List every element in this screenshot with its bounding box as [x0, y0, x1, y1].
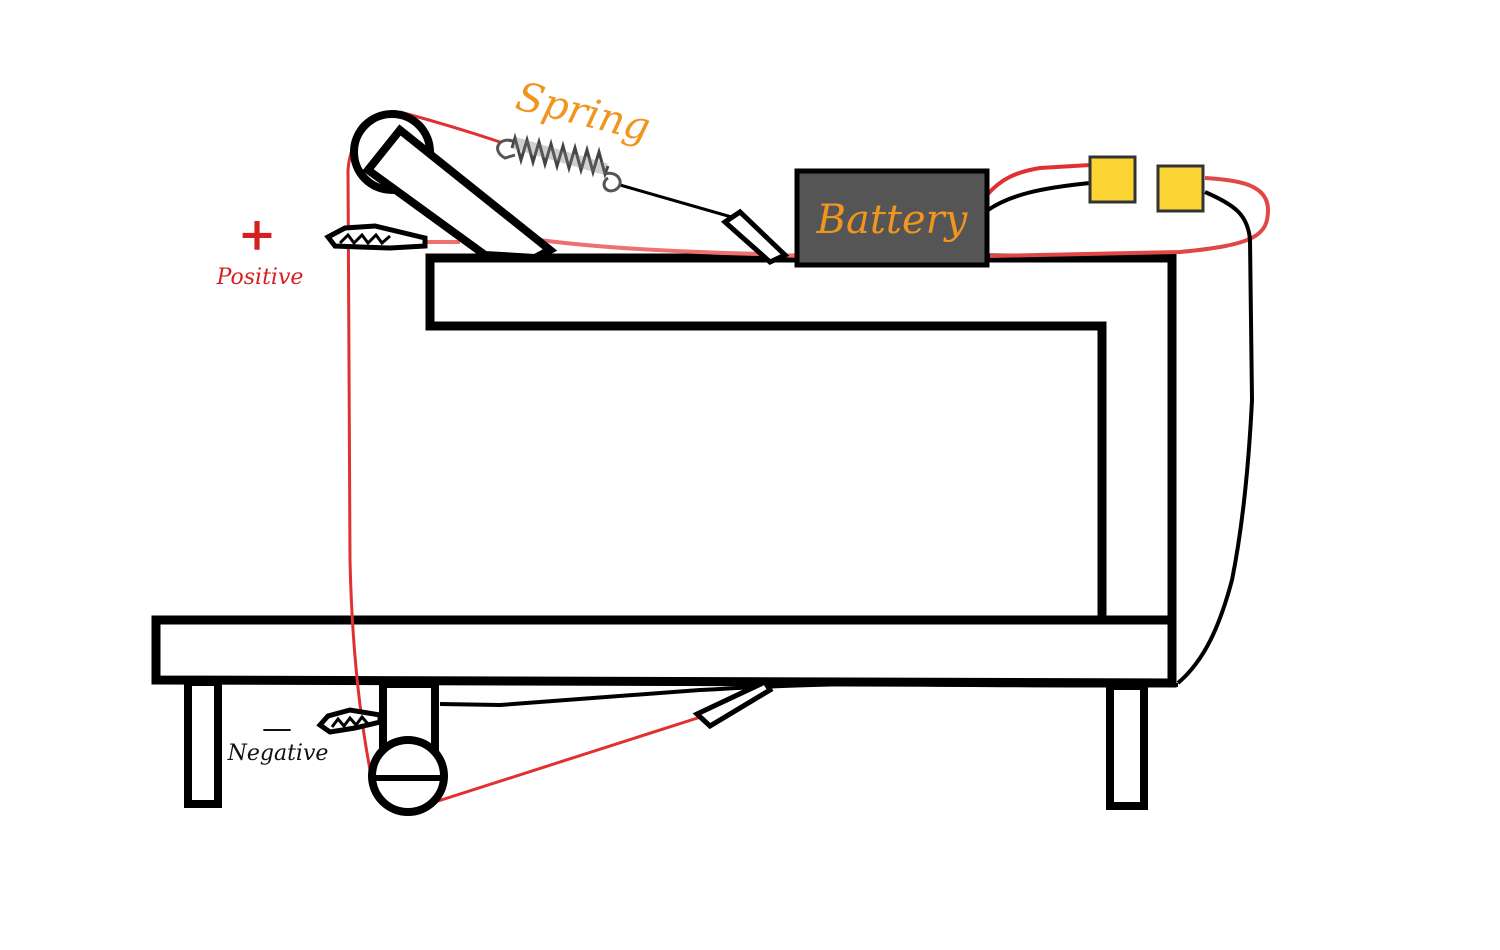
left-leg: [184, 678, 222, 808]
positive-symbol: +: [238, 207, 277, 261]
clips: [316, 223, 428, 735]
wire-red-bottom-to-lever: [409, 712, 711, 812]
spring-body: [512, 137, 608, 175]
wire-black-right-down: [1176, 190, 1255, 685]
wire-black-under-base: [439, 681, 1179, 708]
base-platform: [151, 615, 1177, 688]
negative-clip-jaw: [316, 707, 383, 735]
terminal-right: [1156, 164, 1205, 213]
c-frame-outline: [425, 253, 1177, 625]
positive-label: Positive: [216, 265, 304, 290]
battery-body: [794, 168, 990, 268]
battery: Battery: [794, 168, 990, 268]
bottom-pulley: [368, 736, 448, 816]
top-lever-arm: [362, 124, 558, 263]
negative-clip-teeth: [330, 714, 370, 729]
bottom-switch-lever: [692, 678, 774, 730]
wire-black-spring-to-switch: [619, 183, 736, 220]
wire-pink-right-loop: [989, 176, 1271, 258]
spring-left-hook: [496, 138, 516, 160]
negative-symbol: —: [262, 711, 292, 746]
spring: [496, 132, 622, 193]
black-wires: [439, 181, 1255, 708]
right-leg: [1106, 682, 1148, 810]
top-switch-lever: [720, 208, 790, 265]
negative-clip: [316, 707, 383, 735]
spring-label: Spring: [511, 74, 654, 152]
battery-label: Battery: [816, 197, 969, 243]
top-pulley: [350, 110, 558, 263]
switches: [692, 208, 790, 730]
wire-pink-top: [425, 238, 801, 258]
wire-red-right-loop: [986, 163, 1091, 196]
terminals: [1088, 155, 1205, 213]
frame: [151, 253, 1177, 810]
positive-clip-teeth: [338, 232, 391, 246]
wire-black-battery-to-terminal: [986, 181, 1091, 212]
spring-right-hook: [602, 171, 622, 193]
spring-coil: [510, 132, 610, 179]
positive-clip: [324, 223, 428, 251]
terminal-left: [1088, 155, 1137, 204]
negative-label: Negative: [227, 741, 329, 766]
